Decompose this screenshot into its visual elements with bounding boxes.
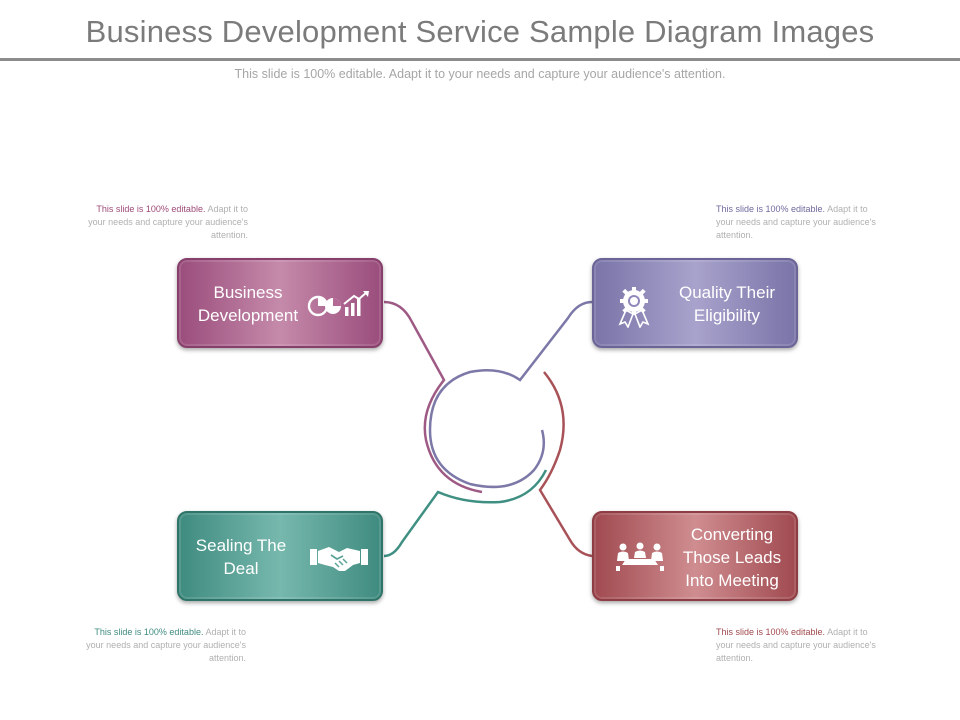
note-body: Adapt it to your needs and capture your … <box>86 627 246 663</box>
step-sealing-deal: Sealing The Deal <box>177 511 383 601</box>
connector-teal <box>383 469 548 558</box>
note-converting-leads: This slide is 100% editable. Adapt it to… <box>716 626 886 665</box>
step-business-development: Business Development <box>177 258 383 348</box>
step-quality-eligibility: Quality Their Eligibility <box>592 258 798 348</box>
note-lead: This slide is 100% editable. <box>716 627 826 637</box>
connector-pink <box>383 300 483 494</box>
step-label: Sealing The Deal <box>195 536 287 578</box>
connector-purple <box>428 300 593 489</box>
step-label: Business Development <box>197 283 299 325</box>
note-business-development: This slide is 100% editable. Adapt it to… <box>78 203 248 242</box>
note-body: Adapt it to your needs and capture your … <box>88 204 248 240</box>
pie-bar-chart-icon <box>307 291 369 317</box>
note-body: Adapt it to your needs and capture your … <box>716 204 876 240</box>
note-quality-eligibility: This slide is 100% editable. Adapt it to… <box>716 203 886 242</box>
note-lead: This slide is 100% editable. <box>716 204 826 214</box>
note-lead: This slide is 100% editable. <box>94 627 204 637</box>
step-converting-leads: Converting Those Leads Into Meeting <box>592 511 798 601</box>
award-badge-icon <box>618 287 650 328</box>
note-body: Adapt it to your needs and capture your … <box>716 627 876 663</box>
note-sealing-deal: This slide is 100% editable. Adapt it to… <box>76 626 246 665</box>
title-divider <box>0 58 960 61</box>
meeting-table-icon <box>616 542 664 571</box>
step-label: Quality Their Eligibility <box>678 283 776 325</box>
step-label: Converting Those Leads Into Meeting <box>682 525 782 590</box>
connector-red <box>538 371 593 558</box>
note-lead: This slide is 100% editable. <box>96 204 206 214</box>
page-title: Business Development Service Sample Diag… <box>85 14 875 49</box>
handshake-icon <box>310 547 368 571</box>
page-subtitle: This slide is 100% editable. Adapt it to… <box>234 67 726 81</box>
